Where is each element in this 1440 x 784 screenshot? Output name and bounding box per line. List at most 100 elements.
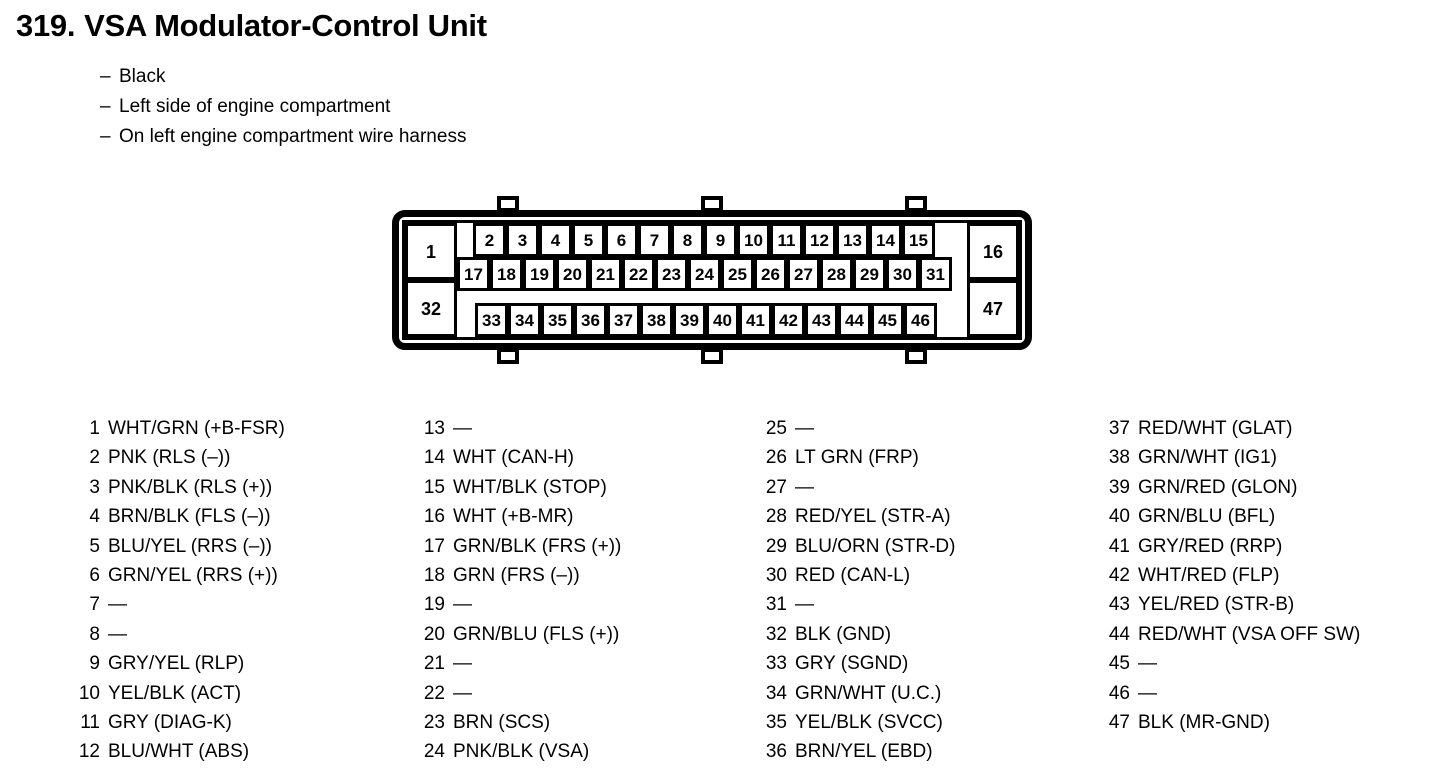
pin-list-item: 16 WHT (+B-MR) bbox=[415, 502, 621, 531]
pin-number: 7 bbox=[89, 594, 100, 616]
page-title: 319.VSA Modulator-Control Unit bbox=[16, 8, 487, 44]
pin-number: 15 bbox=[423, 476, 445, 498]
pin-description: RED/WHT (GLAT) bbox=[1138, 418, 1293, 439]
pin-number: 42 bbox=[1108, 565, 1130, 587]
pin-list-item: 28 RED/YEL (STR-A) bbox=[757, 502, 955, 531]
pin-number: 32 bbox=[765, 623, 787, 645]
pin-cell-43: 43 bbox=[805, 303, 838, 337]
pin-description: GRY (DIAG-K) bbox=[108, 712, 232, 734]
pin-description: YEL/BLK (SVCC) bbox=[795, 712, 943, 734]
pin-cell-33: 33 bbox=[475, 303, 508, 337]
pin-number: 28 bbox=[765, 506, 787, 528]
pin-description: RED/YEL (STR-A) bbox=[795, 506, 951, 528]
pin-description: RED/WHT (VSA OFF SW) bbox=[1138, 623, 1361, 645]
pin-description: GRN/RED (GLON) bbox=[1138, 476, 1298, 498]
pin-description: — bbox=[453, 682, 472, 704]
pin-description: WHT (CAN-H) bbox=[453, 447, 575, 469]
pin-list-item: 22— bbox=[415, 679, 621, 708]
bullet-dash-icon: – bbox=[100, 126, 111, 147]
pin-description: GRY (SGND) bbox=[795, 653, 909, 675]
pin-description: BLK (GND) bbox=[795, 623, 892, 645]
pin-cell-29: 29 bbox=[853, 257, 886, 291]
pin-list-item: 32 BLK (GND) bbox=[757, 620, 955, 649]
pin-description: WHT (+B-MR) bbox=[453, 506, 574, 528]
pin-number: 30 bbox=[765, 565, 787, 587]
pin-number: 18 bbox=[423, 565, 445, 587]
pin-number: 35 bbox=[765, 712, 787, 734]
pin-cell-26: 26 bbox=[754, 257, 787, 291]
pin-description: GRN (FRS (–)) bbox=[453, 565, 580, 587]
bullet-item: – Black bbox=[100, 62, 466, 92]
pin-list-item: 4 BRN/BLK (FLS (–)) bbox=[70, 502, 285, 531]
pin-cell-5: 5 bbox=[572, 223, 605, 257]
pin-cell-15: 15 bbox=[902, 223, 935, 257]
pin-cell-7: 7 bbox=[638, 223, 671, 257]
pin-cell-3: 3 bbox=[506, 223, 539, 257]
pin-number: 25 bbox=[765, 418, 787, 439]
pin-cell-42: 42 bbox=[772, 303, 805, 337]
bullet-dash-icon: – bbox=[100, 96, 111, 117]
pin-cell-17: 17 bbox=[457, 257, 490, 291]
pin-cell-21: 21 bbox=[589, 257, 622, 291]
pin-number: 24 bbox=[423, 741, 445, 763]
pin-description: BRN (SCS) bbox=[453, 712, 551, 734]
pin-number: 29 bbox=[765, 535, 787, 557]
mounting-tab-bottom-center bbox=[701, 348, 723, 364]
pin-cell-1: 1 bbox=[405, 223, 457, 280]
pin-description: GRY/RED (RRP) bbox=[1138, 535, 1283, 557]
pin-cell-39: 39 bbox=[673, 303, 706, 337]
pin-cell-12: 12 bbox=[803, 223, 836, 257]
pin-description: — bbox=[453, 653, 472, 675]
pin-cell-22: 22 bbox=[622, 257, 655, 291]
pin-number: 38 bbox=[1108, 447, 1130, 469]
pin-description: GRN/BLK (FRS (+)) bbox=[453, 535, 622, 557]
pin-description: BRN/BLK (FLS (–)) bbox=[108, 506, 271, 528]
pin-number: 16 bbox=[423, 506, 445, 528]
pin-list-item: 19— bbox=[415, 590, 621, 619]
pin-number: 23 bbox=[423, 712, 445, 734]
pin-number: 43 bbox=[1108, 594, 1130, 616]
bullet-item: – Left side of engine compartment bbox=[100, 92, 466, 122]
pin-description: — bbox=[795, 476, 814, 498]
mounting-tab-bottom-left bbox=[497, 348, 519, 364]
pin-cell-25: 25 bbox=[721, 257, 754, 291]
pin-description: — bbox=[453, 594, 472, 616]
pin-number: 45 bbox=[1108, 653, 1130, 675]
pin-number: 11 bbox=[80, 712, 100, 734]
bullet-text: Black bbox=[119, 66, 166, 87]
pin-number: 21 bbox=[423, 653, 445, 675]
pin-description: GRN/WHT (IG1) bbox=[1138, 447, 1277, 469]
pin-description: PNK/BLK (VSA) bbox=[453, 741, 590, 763]
pin-number: 3 bbox=[89, 476, 100, 498]
pin-list-item: 27— bbox=[757, 473, 955, 502]
pin-description: — bbox=[108, 594, 127, 616]
page-title-number: 319. bbox=[16, 8, 76, 43]
pin-number: 4 bbox=[89, 506, 100, 528]
pin-number: 39 bbox=[1108, 476, 1130, 498]
pin-description: PNK/BLK (RLS (+)) bbox=[108, 476, 273, 498]
pin-description: GRN/BLU (BFL) bbox=[1138, 506, 1276, 528]
pin-description: GRN/BLU (FLS (+)) bbox=[453, 623, 620, 645]
pin-list-item: 18 GRN (FRS (–)) bbox=[415, 561, 621, 590]
pin-cell-10: 10 bbox=[737, 223, 770, 257]
pin-list-item: 11 GRY (DIAG-K) bbox=[70, 708, 285, 737]
pin-cell-16: 16 bbox=[967, 223, 1019, 280]
pin-number: 41 bbox=[1108, 535, 1130, 557]
pin-number: 14 bbox=[423, 447, 445, 469]
pin-cell-9: 9 bbox=[704, 223, 737, 257]
pin-list-item: 21 — bbox=[415, 649, 621, 678]
pin-list-item: 8— bbox=[70, 620, 285, 649]
